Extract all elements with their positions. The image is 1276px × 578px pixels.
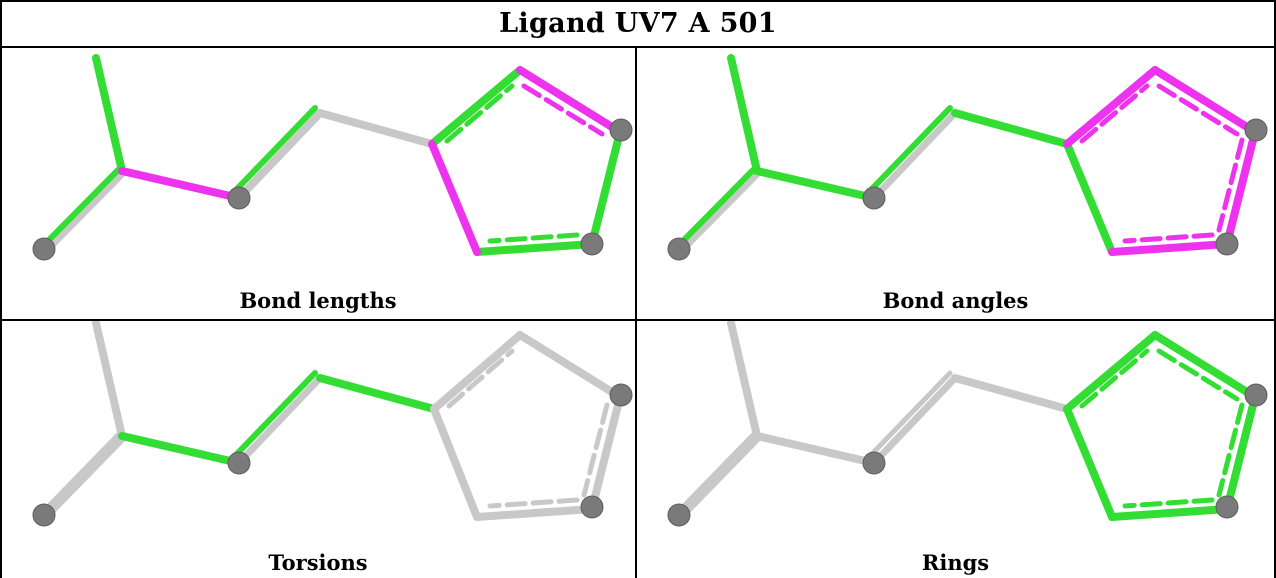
atom-4 <box>580 495 604 519</box>
bond-ring-d-inner <box>1216 137 1245 233</box>
bond-ring-d <box>1223 128 1259 248</box>
bond-c3-c4 <box>866 105 953 195</box>
bond-ring-d <box>588 393 624 513</box>
atom-2 <box>862 451 886 475</box>
bond-c4-c5 <box>316 374 438 413</box>
bond-ring-a <box>430 331 524 413</box>
bond-ring-b <box>1151 331 1259 401</box>
caption-bond-lengths: Bond lengths <box>239 288 397 313</box>
bond-c2-c3 <box>753 432 878 467</box>
caption-bond-angles: Bond angles <box>882 288 1029 313</box>
title-divider <box>0 46 1276 48</box>
molecule-rings <box>667 321 1268 527</box>
bond-c3-c4 <box>866 370 953 460</box>
atom-1 <box>32 237 56 261</box>
bond-c1-c2-shadow <box>42 435 126 521</box>
bond-ring-d <box>1223 393 1259 513</box>
bond-c2-c3 <box>118 167 243 202</box>
bond-c1-c2 <box>39 432 121 516</box>
bond-c3-c4-shadow <box>870 374 959 467</box>
bond-ring-c <box>1063 140 1116 256</box>
bond-ring-e-inner <box>1122 232 1215 244</box>
bond-c3-c4-double <box>231 105 318 195</box>
right-border <box>1274 0 1276 578</box>
bond-c3-c4 <box>231 370 318 460</box>
atom-4 <box>580 232 604 256</box>
atom-1 <box>667 237 691 261</box>
atom-2 <box>227 186 251 210</box>
panel-torsions: Torsions <box>2 321 634 578</box>
bond-ring-a <box>1063 331 1159 413</box>
bond-ring-b-inner <box>1156 348 1240 402</box>
bond-ring-d-inner <box>581 402 610 498</box>
column-divider <box>635 46 637 578</box>
bond-ring-b-inner <box>521 83 605 137</box>
bond-ring-e-inner <box>1122 497 1215 509</box>
panel-bond-angles: Bond angles <box>637 48 1274 319</box>
bond-methyl <box>92 321 126 440</box>
panel-rings: Rings <box>637 321 1274 578</box>
molecule-torsions <box>32 321 633 527</box>
bond-c2-c3 <box>118 432 243 467</box>
bond-c4-c5 <box>951 109 1071 148</box>
bond-ring-b <box>1151 66 1259 136</box>
molecule-bond-lengths <box>32 54 633 261</box>
bond-c1-c2 <box>39 167 121 250</box>
bond-c1-c2-shadow <box>677 435 761 521</box>
bond-ring-a-inner <box>446 348 515 409</box>
bond-ring-e <box>1108 505 1231 521</box>
row-divider <box>0 319 1276 321</box>
bond-c4-c5 <box>951 374 1071 413</box>
atom-3 <box>1244 118 1268 142</box>
bond-c3-c4-shadow <box>235 374 324 467</box>
caption-torsions: Torsions <box>268 550 368 575</box>
bond-methyl <box>727 54 761 175</box>
atom-2 <box>227 451 251 475</box>
figure-title: Ligand UV7 A 501 <box>499 7 777 39</box>
bond-ring-a-inner <box>444 83 515 144</box>
bond-ring-c <box>428 140 481 256</box>
atom-1 <box>667 503 691 527</box>
bond-c3-c4 <box>235 109 324 202</box>
bond-c1-c2-shadow <box>677 170 761 255</box>
bond-c2-c3 <box>753 167 878 202</box>
left-border <box>0 0 2 578</box>
bond-ring-c <box>1063 405 1116 521</box>
atom-4 <box>1215 495 1239 519</box>
bond-ring-c <box>430 405 481 521</box>
bond-ring-a-inner <box>1079 348 1150 409</box>
atom-4 <box>1215 232 1239 256</box>
bond-c4-c5 <box>316 109 436 148</box>
bond-ring-b-inner <box>1156 83 1240 137</box>
bond-c3-c4-shadow <box>870 109 959 202</box>
atom-3 <box>609 118 633 142</box>
bond-ring-e-inner <box>487 497 580 509</box>
bond-methyl <box>92 54 126 175</box>
bond-ring-e-inner <box>487 232 580 244</box>
atom-1 <box>32 503 56 527</box>
bond-c1-c2-shadow <box>42 170 126 255</box>
bond-c1-c2 <box>674 432 756 516</box>
bond-methyl <box>727 321 761 440</box>
atom-2 <box>862 186 886 210</box>
atom-3 <box>609 383 633 407</box>
molecule-bond-angles <box>667 54 1268 261</box>
bond-ring-b <box>516 331 624 401</box>
bond-ring-a <box>1063 66 1159 148</box>
bond-ring-e <box>1108 240 1231 256</box>
bond-ring-e <box>473 240 596 256</box>
bond-ring-e <box>473 505 596 521</box>
bond-c1-c2 <box>674 167 756 250</box>
caption-rings: Rings <box>921 550 990 575</box>
bond-ring-d-inner <box>1216 402 1245 498</box>
bond-ring-b <box>516 66 624 136</box>
bond-ring-d <box>588 128 624 248</box>
bond-ring-a-inner <box>1079 83 1150 144</box>
bond-ring-a <box>428 66 524 148</box>
atom-3 <box>1244 383 1268 407</box>
panel-bond-lengths: Bond lengths <box>2 48 634 319</box>
top-border <box>0 0 1276 2</box>
